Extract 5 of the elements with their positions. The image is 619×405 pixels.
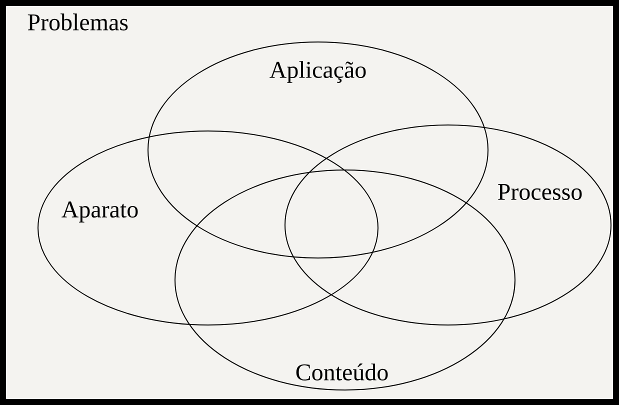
set-label: Processo	[498, 184, 582, 200]
universe-label: Problemas	[28, 14, 128, 30]
set-label: Aparato	[62, 202, 138, 222]
set-label: Conteúdo	[296, 364, 388, 380]
set-label: Aplicação	[270, 61, 366, 83]
